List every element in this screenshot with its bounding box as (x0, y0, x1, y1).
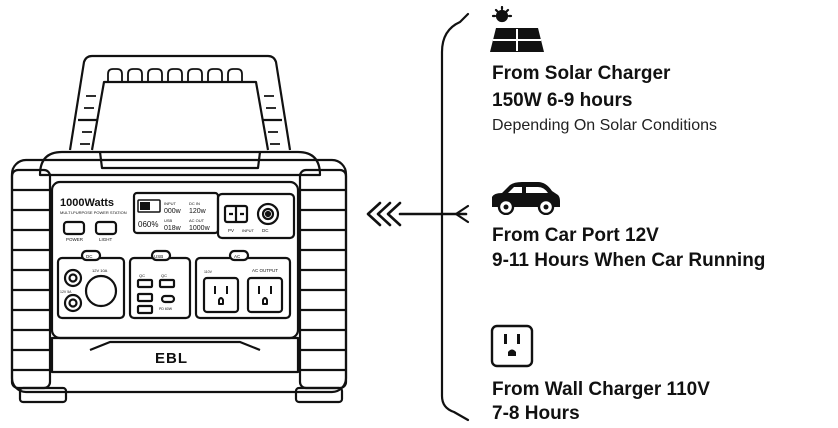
arrow-chevron-icon (386, 201, 402, 227)
lcd-dcin-label: DC IN (189, 201, 200, 206)
car-socket (84, 274, 118, 308)
right-bumper (298, 168, 348, 390)
car-option-title: From Car Port 12V (492, 225, 659, 246)
lcd-dcin-value: 120w (189, 208, 207, 215)
ac-spec-label: 110V (204, 270, 213, 274)
right-foot (294, 386, 344, 404)
model-subtitle: MULTI-PURPOSE POWER STATION (60, 210, 127, 215)
power-button[interactable] (62, 220, 86, 236)
dc-input-port (256, 202, 280, 226)
usb-qc-label: QC (139, 273, 145, 278)
car-option-detail: 9-11 Hours When Car Running (492, 250, 766, 271)
ac-outlet (246, 276, 284, 314)
ac-section-label: AC (234, 254, 241, 259)
model-label: 1000Watts (60, 197, 114, 209)
wall-option-title: From Wall Charger 110V (492, 379, 710, 400)
solar-panel-icon (490, 6, 544, 52)
solar-option-note: Depending On Solar Conditions (492, 117, 718, 134)
car-icon (492, 182, 560, 215)
usb-a-port (158, 278, 176, 289)
usb-qc-label-2: QC (161, 273, 167, 278)
dc-port-label: 12V 5A (60, 290, 72, 294)
light-label: LIGHT (99, 237, 113, 242)
ac-outlet (202, 276, 240, 314)
ebl-logo: EBL (155, 350, 188, 367)
car-socket-label: 12V 10A (92, 268, 108, 273)
dc-port-top (63, 268, 83, 288)
input-section (216, 192, 296, 240)
brace-pointer (454, 204, 470, 224)
solar-option-detail: 150W 6-9 hours (492, 90, 633, 111)
lcd-usb-value: 018w (164, 225, 182, 232)
usb-section-label: USB (154, 254, 163, 259)
dc-section-label: DC (86, 254, 93, 259)
ac-section (194, 256, 292, 320)
usb-c-port (160, 294, 176, 304)
dc-input-label: DC (262, 228, 269, 233)
lcd-input-value: 000w (164, 208, 182, 215)
ac-output-label: AC OUTPUT (252, 268, 278, 273)
pv-label: PV (228, 228, 234, 233)
left-foot (18, 386, 68, 404)
lcd-battery-percent: 060% (138, 220, 158, 229)
options-brace (440, 12, 470, 422)
arrow-chevron-icon (376, 201, 392, 227)
lcd-usb-label: USB (164, 218, 173, 223)
left-bumper (10, 168, 52, 390)
usb-a-port (136, 292, 154, 303)
dc-port-bottom (63, 293, 83, 313)
wall-outlet-icon (490, 324, 534, 368)
power-station-illustration: 1000Watts MULTI-PURPOSE POWER STATION PO… (10, 54, 348, 404)
input-label: INPUT (242, 228, 255, 233)
lcd-input-label: INPUT (164, 201, 177, 206)
carry-handle (68, 54, 292, 151)
usb-pd-label: PD 60W (159, 307, 173, 311)
usb-a-port (136, 304, 154, 315)
arrow-chevron-icon (366, 201, 382, 227)
wall-option-detail: 7-8 Hours (492, 403, 580, 424)
top-cap (38, 150, 322, 177)
light-button[interactable] (94, 220, 118, 236)
power-label: POWER (66, 237, 84, 242)
usb-a-port (136, 278, 154, 289)
lcd-ac-label: AC OUT (189, 218, 205, 223)
lcd-ac-value: 1000w (189, 225, 211, 232)
solar-option-title: From Solar Charger (492, 63, 671, 84)
